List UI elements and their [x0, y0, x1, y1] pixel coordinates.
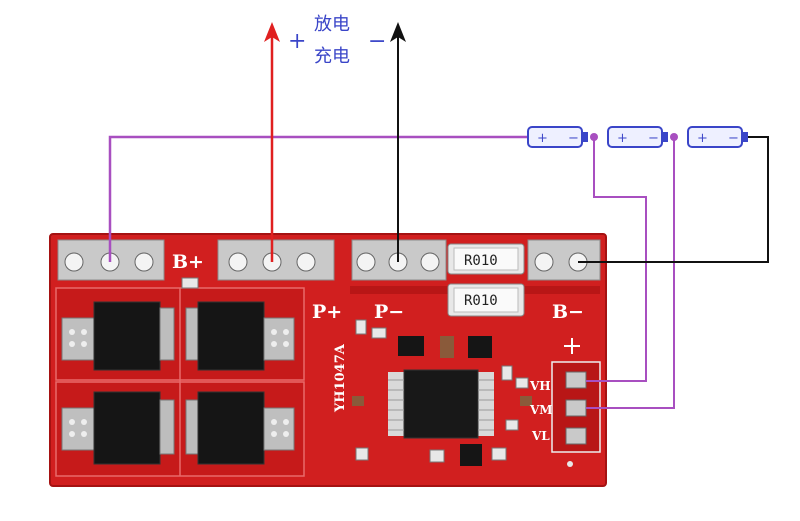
board-model-label: YH1047A [333, 343, 348, 413]
resistor-label-2: R010 [464, 293, 498, 309]
vl-label: VL [531, 429, 550, 443]
b-minus-wire [578, 136, 769, 263]
vm-label: VM [529, 403, 553, 417]
b-minus-pads [527, 239, 601, 281]
vm-balance-wire [586, 137, 675, 409]
mosfet-top-left [61, 301, 175, 371]
junction-dot-1 [590, 133, 598, 141]
p-plus-pads [217, 239, 335, 281]
b-minus-label: B− [552, 301, 584, 323]
mosfet-bottom-left [61, 391, 175, 465]
resistor-label-1: R010 [464, 253, 498, 269]
p-minus-label: P− [374, 301, 404, 323]
shunt-resistor-2 [447, 283, 525, 317]
b-plus-label: B+ [172, 251, 204, 273]
battery-cell-1: + − [527, 126, 588, 148]
svg-text:−: − [568, 131, 579, 146]
mosfet-top-right [185, 301, 295, 371]
p-plus-label: P+ [312, 301, 342, 323]
svg-text:−: − [728, 131, 739, 146]
shunt-resistor-1 [447, 243, 525, 275]
plus-label: + [288, 29, 306, 54]
mosfet-bottom-right [185, 391, 295, 465]
negative-output-arrow [390, 22, 406, 262]
svg-text:+: + [537, 131, 548, 146]
discharge-label: 放电 [314, 14, 350, 35]
svg-text:+: + [697, 131, 708, 146]
svg-text:−: − [648, 131, 659, 146]
vh-label: VH [529, 379, 551, 393]
smd-components [181, 277, 573, 467]
junction-dot-2 [670, 133, 678, 141]
svg-text:+: + [617, 131, 628, 146]
vh-balance-wire [586, 137, 647, 382]
minus-label: − [368, 29, 386, 54]
battery-cell-3: + − [687, 126, 748, 148]
balance-connector [551, 338, 601, 453]
positive-output-arrow [264, 22, 280, 262]
charge-label: 充电 [314, 46, 350, 67]
protection-ic [388, 369, 494, 439]
battery-cell-2: + − [607, 126, 668, 148]
b-plus-wire [108, 135, 528, 262]
